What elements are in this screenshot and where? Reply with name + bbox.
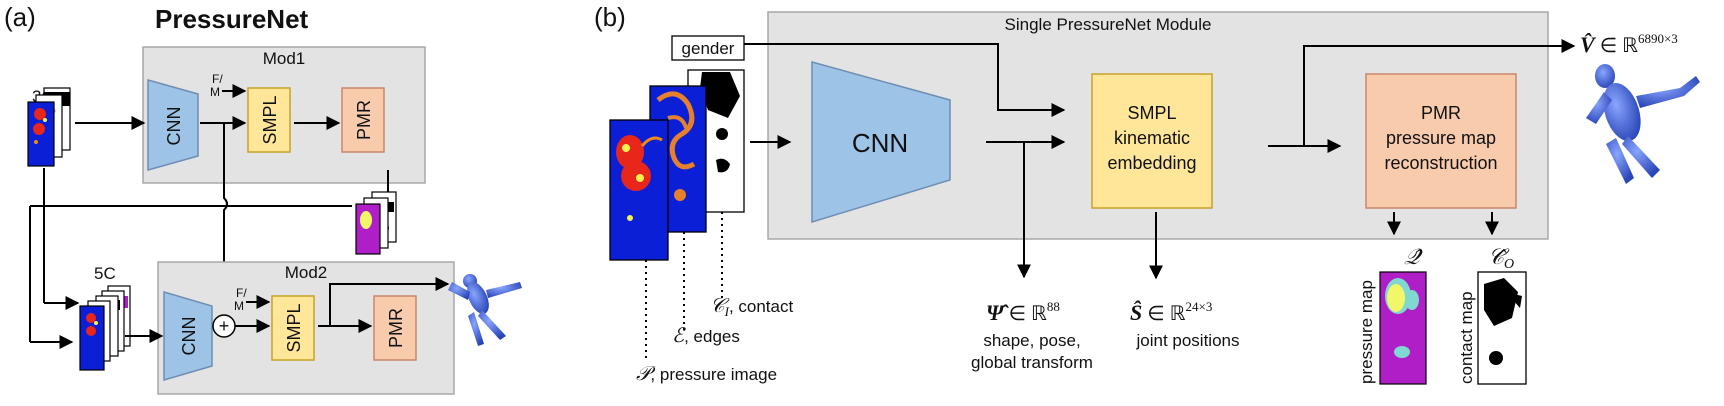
mod2-pmr-label: PMR	[386, 308, 406, 348]
q-output: 𝒬̂	[1404, 244, 1423, 269]
mod1-fm-bottom: M	[210, 85, 220, 99]
mod1-output-maps	[355, 191, 397, 255]
panel-b-label: (b)	[594, 2, 626, 32]
mod2-cnn-block	[163, 291, 213, 381]
smpl-block	[1091, 73, 1213, 209]
smpl-line3: embedding	[1107, 153, 1196, 173]
co-output: 𝒞̂O	[1488, 244, 1514, 272]
mod2-smpl-block	[271, 295, 315, 361]
panel-b-human-mesh	[1586, 64, 1700, 184]
gender-box	[671, 35, 745, 61]
mod2-fm-top: F/	[236, 286, 247, 300]
psi-output: Ψ̂ ∈ ℝ88	[986, 299, 1060, 325]
mod2-plus-sign: +	[219, 316, 230, 336]
pressure-map-output	[1379, 271, 1427, 385]
panel-a-title: PressureNet	[155, 4, 309, 34]
input-5c-label: 5C	[94, 264, 116, 283]
edges-caption: ℰ, edges	[672, 325, 740, 347]
v-output: V̂ ∈ ℝ6890×3	[1580, 31, 1678, 57]
pmr-line3: reconstruction	[1384, 153, 1497, 173]
mod2-smpl-label: SMPL	[284, 303, 304, 352]
smpl-line2: kinematic	[1114, 128, 1190, 148]
contact-caption: 𝒞I, contact	[710, 295, 793, 319]
input-5c-stack	[79, 285, 131, 371]
mod1-title: Mod1	[263, 49, 306, 68]
mod2-title: Mod2	[285, 263, 328, 282]
pressure-map-label: pressure map	[1357, 280, 1376, 384]
pmr-block	[1365, 73, 1517, 209]
mod1-cnn-block	[147, 79, 199, 171]
gender-label: gender	[682, 39, 735, 58]
single-module-title: Single PressureNet Module	[1005, 15, 1212, 34]
mod1-smpl-label: SMPL	[260, 95, 280, 144]
pressure-caption: 𝒫, pressure image	[636, 363, 777, 385]
mod1-fm-top: F/	[212, 72, 223, 86]
panel-a-human-mesh	[448, 274, 522, 346]
pmr-line2: pressure map	[1386, 128, 1496, 148]
mod1-pmr-block	[341, 87, 385, 153]
mod2-pmr-block	[373, 295, 417, 361]
mod2-cnn-label: CNN	[179, 317, 199, 356]
psi-desc-1: shape, pose,	[983, 331, 1080, 350]
mod1-pmr-label: PMR	[354, 100, 374, 140]
panel-a-label: (a)	[4, 2, 36, 32]
pmr-line1: PMR	[1421, 103, 1461, 123]
cnn-block	[811, 61, 951, 224]
s-desc: joint positions	[1135, 331, 1239, 350]
mod1-smpl-block	[247, 87, 291, 153]
contact-map-label: contact map	[1457, 291, 1476, 384]
smpl-line1: SMPL	[1127, 103, 1176, 123]
s-output: Ŝ ∈ ℝ24×3	[1130, 299, 1212, 325]
mod2-fm-bottom: M	[234, 299, 244, 313]
contact-map-output	[1477, 271, 1527, 385]
mod1-cnn-label: CNN	[164, 107, 184, 146]
psi-desc-2: global transform	[971, 353, 1093, 372]
input-3c-stack	[27, 87, 71, 167]
cnn-label: CNN	[852, 128, 908, 158]
input-image-stack	[609, 69, 745, 261]
